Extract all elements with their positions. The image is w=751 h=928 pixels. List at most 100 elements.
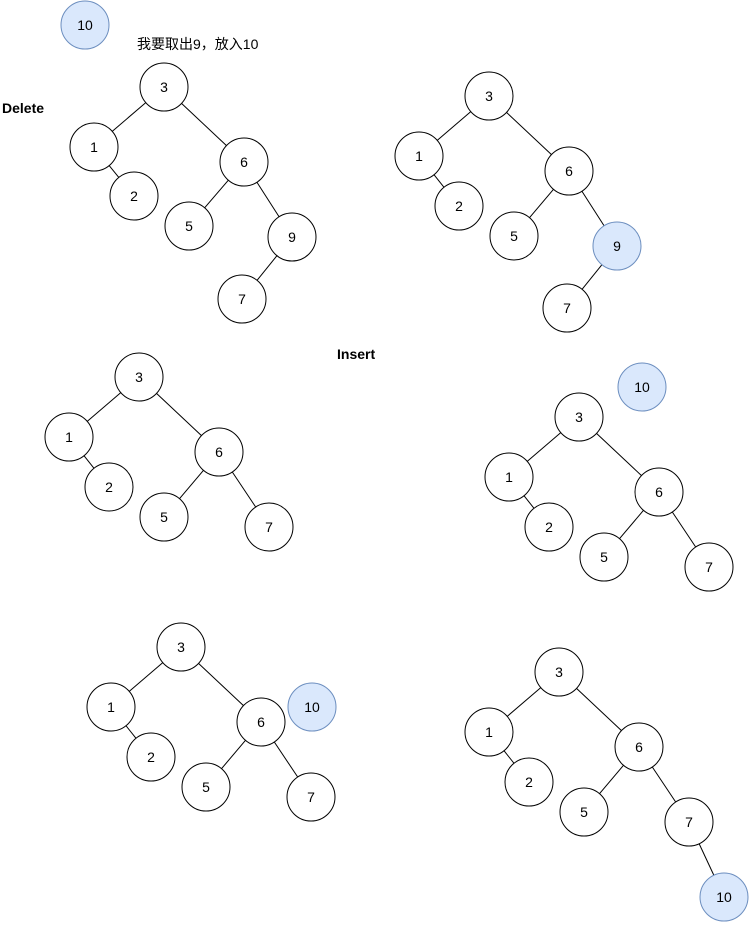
node-2: 2 (109, 171, 159, 221)
edge-1-2 (125, 725, 137, 739)
edge-3-6 (156, 393, 202, 436)
node-circle (194, 427, 244, 477)
node-circle (69, 122, 119, 172)
node-2: 2 (434, 181, 484, 231)
node-label: 6 (240, 154, 248, 170)
edge-3-6 (198, 663, 244, 706)
node-label: 6 (257, 714, 265, 730)
node-label: 5 (580, 804, 588, 820)
edge-6-5 (599, 764, 624, 795)
node-label: 1 (485, 724, 493, 740)
node-5: 5 (559, 787, 609, 837)
node-circle (617, 362, 667, 412)
node-circle (114, 352, 164, 402)
node-label: 3 (135, 369, 143, 385)
standalone-node-insert-hold-10: 10 (617, 362, 667, 412)
standalone-node-top-10: 10 (60, 0, 110, 50)
node-label: 2 (545, 519, 553, 535)
node-label: 7 (307, 789, 315, 805)
node-5: 5 (579, 532, 629, 582)
edge-3-1 (506, 687, 542, 717)
node-10: 10 (287, 682, 337, 732)
node-label: 10 (77, 17, 93, 33)
node-circle (699, 872, 749, 922)
node-circle (592, 221, 642, 271)
node-circle (217, 274, 267, 324)
node-9: 9 (267, 212, 317, 262)
node-2: 2 (524, 502, 574, 552)
node-circle (219, 137, 269, 187)
edge-7-10 (698, 843, 715, 876)
node-7: 7 (664, 797, 714, 847)
node-label: 1 (65, 429, 73, 445)
node-label: 3 (575, 409, 583, 425)
node-label: 5 (600, 549, 608, 565)
node-circle (86, 682, 136, 732)
node-1: 1 (69, 122, 119, 172)
edge-1-2 (108, 165, 120, 178)
node-circle (634, 467, 684, 517)
node-1: 1 (44, 412, 94, 462)
instruction-note: 我要取出9，放入10 (137, 36, 259, 52)
node-circle (139, 492, 189, 542)
node-2: 2 (84, 462, 134, 512)
node-circle (484, 452, 534, 502)
node-label: 6 (655, 484, 663, 500)
edge-3-6 (181, 103, 227, 146)
edge-3-6 (596, 433, 642, 476)
edge-6-5 (529, 188, 554, 219)
edge-6-5 (619, 509, 644, 540)
node-label: 6 (635, 739, 643, 755)
node-5: 5 (139, 492, 189, 542)
node-label: 2 (525, 774, 533, 790)
node-7: 7 (286, 772, 336, 822)
node-label: 5 (510, 228, 518, 244)
node-label: 1 (505, 469, 513, 485)
edge-3-1 (526, 432, 562, 462)
node-circle (109, 171, 159, 221)
node-circle (236, 697, 286, 747)
node-7: 7 (542, 283, 592, 333)
node-1: 1 (86, 682, 136, 732)
edge-6-7 (273, 741, 299, 778)
node-circle (464, 707, 514, 757)
node-label: 1 (415, 148, 423, 164)
node-6: 6 (634, 467, 684, 517)
node-label: 3 (485, 88, 493, 104)
node-1: 1 (464, 707, 514, 757)
edge-6-7 (231, 471, 257, 508)
node-label: 6 (565, 163, 573, 179)
node-3: 3 (534, 647, 584, 697)
node-label: 6 (215, 444, 223, 460)
node-label: 2 (455, 198, 463, 214)
node-3: 3 (114, 352, 164, 402)
node-circle (139, 62, 189, 112)
node-7: 7 (244, 502, 294, 552)
node-6: 6 (194, 427, 244, 477)
node-circle (44, 412, 94, 462)
node-label: 3 (555, 664, 563, 680)
edge-3-1 (111, 102, 147, 132)
node-label: 2 (130, 188, 138, 204)
edge-6-9 (256, 181, 280, 218)
edge-1-2 (503, 750, 515, 764)
node-circle (684, 542, 734, 592)
node-label: 7 (238, 291, 246, 307)
node-label: 5 (160, 509, 168, 525)
node-3: 3 (156, 622, 206, 672)
edge-1-2 (433, 174, 445, 188)
node-3: 3 (139, 62, 189, 112)
edge-6-7 (651, 766, 677, 803)
insert-heading: Insert (337, 346, 376, 362)
node-2: 2 (504, 757, 554, 807)
node-9: 9 (592, 221, 642, 271)
node-circle (287, 682, 337, 732)
edge-3-6 (576, 688, 622, 731)
node-circle (534, 647, 584, 697)
node-5: 5 (489, 211, 539, 261)
node-label: 3 (177, 639, 185, 655)
edge-6-5 (204, 179, 229, 209)
